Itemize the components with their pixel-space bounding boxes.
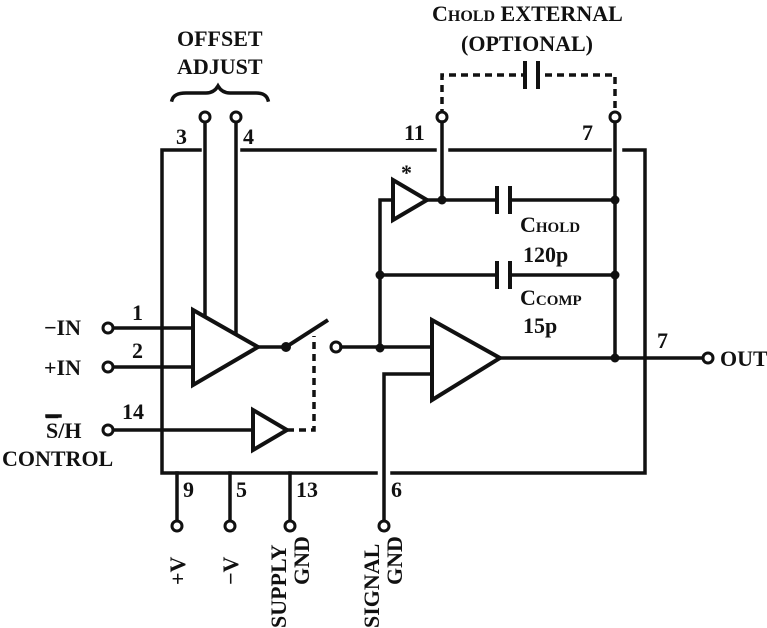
hold-buffer xyxy=(378,176,620,351)
pin-13-terminal[interactable] xyxy=(283,519,297,533)
minus-v-label: −V xyxy=(218,556,243,585)
ccomp-capacitor xyxy=(375,261,620,289)
plus-in-label: +IN xyxy=(44,355,81,380)
pin-3-label: 3 xyxy=(176,124,187,149)
pin-5-terminal[interactable] xyxy=(223,519,237,533)
ccomp-label: CCOMP xyxy=(520,285,582,310)
chold-external-label: CHOLD EXTERNAL xyxy=(432,1,623,26)
out-label: OUT xyxy=(720,346,767,371)
signal-gnd-label: GND xyxy=(382,536,407,585)
supply-label: SUPPLY xyxy=(266,544,291,628)
control-label: CONTROL xyxy=(2,446,113,471)
external-hold-capacitor xyxy=(440,61,617,116)
pin-7-out-label: 7 xyxy=(657,328,668,353)
plus-in-terminal[interactable] xyxy=(101,360,115,374)
package-outline xyxy=(160,148,647,475)
supply-gnd-label: GND xyxy=(289,536,314,585)
signal-label: SIGNAL xyxy=(359,544,384,628)
pin-1-label: 1 xyxy=(132,300,143,325)
sh-label: S/H xyxy=(46,418,81,443)
pin-9-terminal[interactable] xyxy=(170,519,184,533)
offset-pins xyxy=(198,110,243,335)
input-amplifier xyxy=(110,306,434,389)
pin-14-label: 14 xyxy=(122,399,144,424)
buffer-asterisk: * xyxy=(401,160,412,185)
hold-pins xyxy=(435,110,622,360)
supply-pins xyxy=(175,471,292,522)
pin-2-label: 2 xyxy=(132,338,143,363)
output-amplifier xyxy=(382,316,705,522)
out-terminal[interactable] xyxy=(701,351,715,365)
offset-label: OFFSET xyxy=(177,26,263,51)
chold-optional-label: (OPTIONAL) xyxy=(461,31,593,56)
chold-value: 120p xyxy=(523,242,568,267)
sh-control-terminal[interactable] xyxy=(101,423,115,437)
pin-11-label: 11 xyxy=(404,120,425,145)
pin-6-label: 6 xyxy=(391,477,402,502)
pin-4-terminal[interactable] xyxy=(229,110,243,124)
adjust-label: ADJUST xyxy=(177,54,263,79)
minus-in-label: −IN xyxy=(44,315,81,340)
ccomp-value: 15p xyxy=(523,313,557,338)
pin-3-terminal[interactable] xyxy=(198,110,212,124)
sh-control-buffer xyxy=(110,336,316,454)
minus-in-terminal[interactable] xyxy=(101,321,115,335)
pin-6-terminal[interactable] xyxy=(377,519,391,533)
plus-v-label: +V xyxy=(165,556,190,585)
pin-4-label: 4 xyxy=(243,124,254,149)
chold-label: CHOLD xyxy=(520,212,580,237)
offset-brace xyxy=(169,82,271,103)
pin-7-top-label: 7 xyxy=(582,120,593,145)
pin-5-label: 5 xyxy=(236,477,247,502)
pin-9-label: 9 xyxy=(183,477,194,502)
pin-13-label: 13 xyxy=(296,477,318,502)
